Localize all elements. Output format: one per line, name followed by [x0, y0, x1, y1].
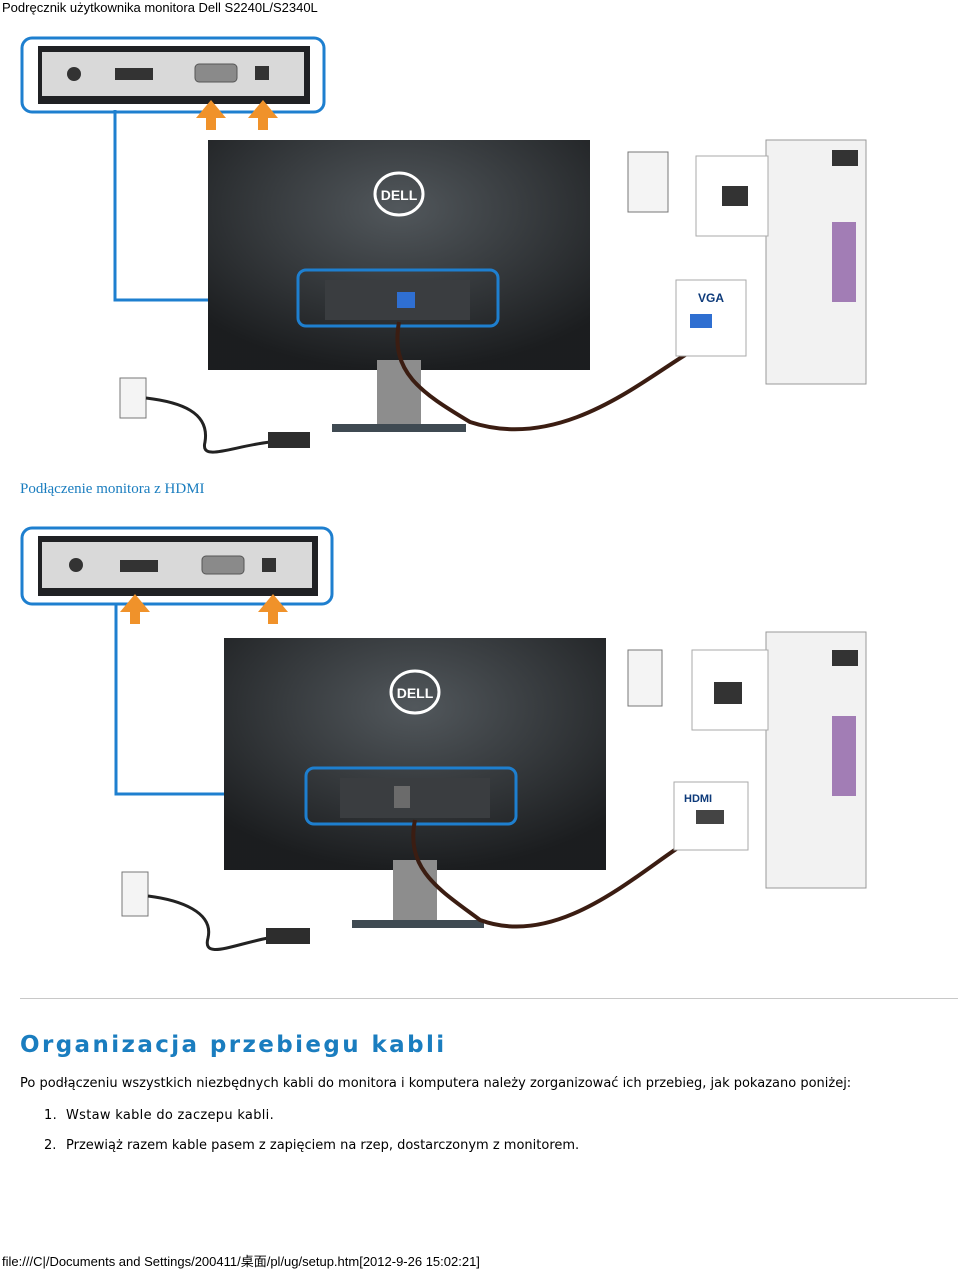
arrow-icon: [248, 100, 278, 130]
power-adapter: [266, 928, 310, 944]
monitor-stand: [393, 860, 437, 928]
section-divider: [20, 998, 958, 999]
wall-outlet: [119, 377, 147, 419]
wall-outlet: [627, 649, 663, 707]
step-number: 2.: [44, 1138, 57, 1153]
port-highlight: [304, 766, 518, 826]
section-intro: Po podłączeniu wszystkich niezbędnych ka…: [20, 1076, 852, 1091]
dell-logo: [389, 669, 441, 715]
figure-caption: Podłączenie monitora z HDMI: [20, 481, 205, 497]
section-title: Organizacja przebiegu kabli: [20, 1032, 447, 1058]
vga-plug: [397, 292, 415, 308]
audio-port: [67, 67, 81, 81]
vga-port: [194, 63, 238, 83]
list-item: 2. Przewiąż razem kable pasem z zapięciem…: [44, 1138, 579, 1153]
hdmi-connection-illustration: DELL HDMI: [20, 526, 867, 952]
wall-outlet: [121, 871, 149, 917]
document-header-title: Podręcznik użytkownika monitora Dell S22…: [2, 0, 318, 15]
step-number: 1.: [44, 1108, 58, 1123]
list-item: 1. Wstaw kable do zaczepu kabli.: [44, 1108, 274, 1123]
dc-in-port: [262, 558, 276, 572]
document-footer-path: file:///C|/Documents and Settings/200411…: [2, 1254, 480, 1269]
arrow-icon: [196, 100, 226, 130]
step-text: Wstaw kable do zaczepu kabli.: [66, 1108, 275, 1123]
dc-in-port: [255, 66, 269, 80]
audio-port: [69, 558, 83, 572]
svg-text:DELL: DELL: [381, 187, 418, 203]
arrow-icon: [120, 594, 150, 624]
dell-logo: [373, 171, 425, 217]
monitor-stand: [377, 360, 421, 430]
hdmi-port: [115, 68, 153, 80]
svg-text:VGA: VGA: [698, 291, 724, 305]
wall-outlet: [627, 151, 669, 213]
svg-text:HDMI: HDMI: [684, 793, 712, 805]
svg-text:DELL: DELL: [397, 685, 434, 701]
arrow-icon: [258, 594, 288, 624]
hdmi-plug: [394, 786, 410, 808]
step-text: Przewiąż razem kable pasem z zapięciem n…: [66, 1138, 580, 1153]
vga-port: [201, 555, 245, 575]
vga-connection-illustration: DELL VGA: [20, 36, 867, 454]
hdmi-port: [120, 560, 158, 572]
power-adapter: [268, 432, 310, 448]
